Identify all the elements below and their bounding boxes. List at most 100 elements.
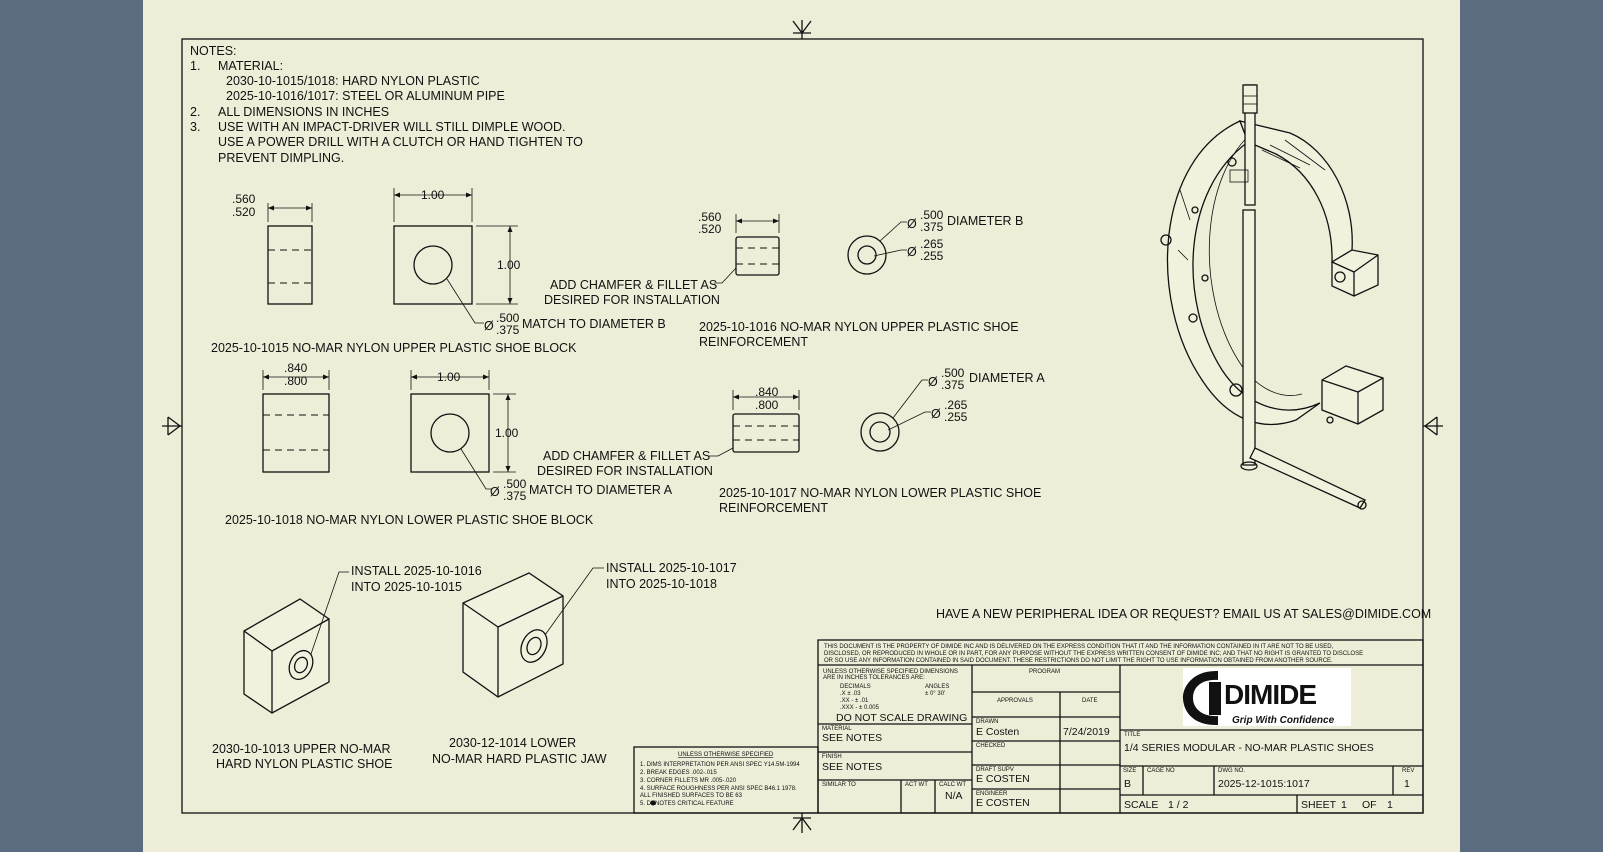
dim-width: 1.00	[437, 370, 461, 384]
part-1018-front-view: 1.00 1.00 Ø .500 .375 MATCH TO DIAMETER …	[410, 370, 673, 503]
tolerance-xxx: .XXX - ± 0.005	[840, 705, 880, 711]
calc-wt-value: N/A	[945, 790, 963, 802]
note-2: ALL DIMENSIONS IN INCHES	[218, 105, 389, 119]
tolerance-xx: .XX - ± .01	[840, 698, 869, 704]
scale-label: SCALE	[1124, 799, 1158, 811]
part-1017-label: 2025-10-1017 NO-MAR NYLON LOWER PLASTIC …	[719, 486, 1041, 500]
center-mark-right	[1423, 416, 1443, 436]
disclaimer-3: OR SO USE ANY INFORMATION CONTAINED IN S…	[824, 658, 1333, 664]
chamfer-note-1: ADD CHAMFER & FILLET AS	[543, 449, 710, 463]
spec-line-2: 2. BREAK EDGES .002-.015	[640, 770, 717, 776]
size-label: SIZE	[1123, 768, 1136, 774]
part-1015-side-view: .560 .520	[232, 192, 313, 305]
iso-upper-shoe: INSTALL 2025-10-1016 INTO 2025-10-1015	[243, 564, 482, 714]
disclaimer-1: THIS DOCUMENT IS THE PROPERTY OF DIMIDE …	[824, 644, 1334, 650]
dim-width-min: .520	[232, 205, 256, 219]
part-1015-label: 2025-10-1015 NO-MAR NYLON UPPER PLASTIC …	[211, 341, 577, 355]
part-1018-side-view: .840 .800	[262, 361, 330, 473]
note-1a: 2030-10-1015/1018: HARD NYLON PLASTIC	[226, 74, 480, 88]
draft-supv-value: E COSTEN	[976, 773, 1030, 785]
diameter-a-label: DIAMETER A	[969, 371, 1045, 385]
logo-tagline: Grip With Confidence	[1232, 715, 1335, 726]
finish-value: SEE NOTES	[822, 761, 882, 773]
dim-length-min: .800	[755, 398, 779, 412]
part-1015-front-view: 1.00 1.00 Ø .500 .375 MATCH TO DIAMETER …	[393, 188, 666, 337]
chamfer-note-2: DESIRED FOR INSTALLATION	[544, 293, 720, 307]
email-callout: HAVE A NEW PERIPHERAL IDEA OR REQUEST? E…	[936, 607, 1431, 621]
dimide-logo: DIMIDE Grip With Confidence	[1182, 668, 1351, 726]
part-1016-label: 2025-10-1016 NO-MAR NYLON UPPER PLASTIC …	[699, 320, 1019, 334]
spec-line-4b: ALL FINISHED SURFACES TO BE 63	[640, 793, 743, 799]
dim-hole-min: .375	[503, 489, 527, 503]
cage-label: CAGE NO	[1147, 768, 1175, 774]
approvals-label: APPROVALS	[997, 698, 1033, 704]
diameter-symbol: Ø	[907, 217, 917, 231]
center-mark-top	[792, 20, 812, 39]
dim-width: 1.00	[421, 188, 445, 202]
dim-id-max: .265	[920, 237, 944, 251]
dim-width-max: .840	[284, 361, 308, 375]
diameter-symbol: Ø	[931, 407, 941, 421]
note-3c: PREVENT DIMPLING.	[218, 151, 344, 165]
center-mark-left	[162, 416, 182, 436]
iso-lower-jaw: INSTALL 2025-10-1017 INTO 2025-10-1018	[462, 561, 737, 698]
act-wt-label: ACT WT	[905, 782, 928, 788]
diameter-symbol: Ø	[490, 485, 500, 499]
upper-shoe-label-2: HARD NYLON PLASTIC SHOE	[216, 757, 392, 771]
diameter-b-label: DIAMETER B	[947, 214, 1023, 228]
match-diameter-a: MATCH TO DIAMETER A	[529, 483, 673, 497]
of-label: OF	[1362, 799, 1377, 811]
dim-od-max: .500	[941, 366, 965, 380]
tolerance-angles: ANGLES	[925, 684, 949, 690]
spec-line-4: 4. SURFACE ROUGHNESS PER ANSI SPEC B46.1…	[640, 786, 797, 792]
part-1016-side-view: .560 .520 ADD CHAMFER & FILLET AS DESIRE…	[544, 210, 780, 307]
install-note-1b: INTO 2025-10-1015	[351, 580, 462, 594]
sheet-value: 1	[1341, 799, 1347, 811]
title-block: THIS DOCUMENT IS THE PROPERTY OF DIMIDE …	[817, 639, 1424, 814]
part-1017-side-view: .840 .800 ADD CHAMFER & FILLET AS DESIRE…	[537, 385, 800, 478]
dim-od-max: .500	[920, 208, 944, 222]
tolerance-header-2: ARE IN INCHES TOLERANCES ARE:	[823, 675, 925, 681]
note-number: 2.	[190, 105, 200, 119]
part-1017-label-2: REINFORCEMENT	[719, 501, 828, 515]
logo-text: DIMIDE	[1224, 679, 1316, 710]
critical-feature-icon	[650, 800, 656, 806]
notes-heading: NOTES:	[190, 44, 237, 58]
note-1: MATERIAL:	[218, 59, 283, 73]
dim-id-min: .255	[920, 249, 944, 263]
spec-title: UNLESS OTHERWISE SPECIFIED	[678, 752, 774, 758]
similar-label: SIMILAR TO	[822, 782, 856, 788]
diameter-symbol: Ø	[928, 375, 938, 389]
drawn-label: DRAWN	[976, 719, 998, 725]
spec-line-1: 1. DIMS INTERPRETATION PER ANSI SPEC Y14…	[640, 762, 800, 768]
size-value: B	[1124, 778, 1131, 790]
diameter-symbol: Ø	[484, 319, 494, 333]
sheet-label: SHEET	[1301, 799, 1337, 811]
checked-label: CHECKED	[976, 743, 1006, 749]
engineer-label: ENGINEER	[976, 791, 1008, 797]
dim-width-max: .560	[232, 192, 256, 206]
dim-width-min: .800	[284, 374, 308, 388]
date-label: DATE	[1082, 698, 1098, 704]
dim-od-min: .375	[941, 378, 965, 392]
part-1016-end-view: Ø .500 .375 DIAMETER B Ø .265 .255	[847, 208, 1023, 275]
dim-id-max: .265	[944, 398, 968, 412]
tolerance-x: .X ± .03	[840, 691, 861, 697]
tolerance-header-1: UNLESS OTHERWISE SPECIFIED DIMENSIONS	[823, 669, 958, 675]
install-note-2b: INTO 2025-10-1018	[606, 577, 717, 591]
dwg-label: DWG NO.	[1218, 768, 1245, 774]
rev-value: 1	[1404, 778, 1410, 790]
part-1018-label: 2025-10-1018 NO-MAR NYLON LOWER PLASTIC …	[225, 513, 594, 527]
finish-label: FINISH	[822, 754, 842, 760]
scale-value: 1 / 2	[1168, 799, 1189, 811]
note-number: 3.	[190, 120, 200, 134]
dim-od-min: .375	[920, 220, 944, 234]
part-1016-label-2: REINFORCEMENT	[699, 335, 808, 349]
spec-block: UNLESS OTHERWISE SPECIFIED 1. DIMS INTER…	[633, 746, 819, 814]
spec-line-3: 3. CORNER FILLETS MR .005-.020	[640, 778, 737, 784]
chamfer-note-1: ADD CHAMFER & FILLET AS	[550, 278, 717, 292]
calc-wt-label: CALC WT	[939, 782, 966, 788]
part-1017-end-view: Ø .500 .375 DIAMETER A Ø .265 .255	[860, 366, 1045, 452]
dim-hole-max: .500	[503, 477, 527, 491]
